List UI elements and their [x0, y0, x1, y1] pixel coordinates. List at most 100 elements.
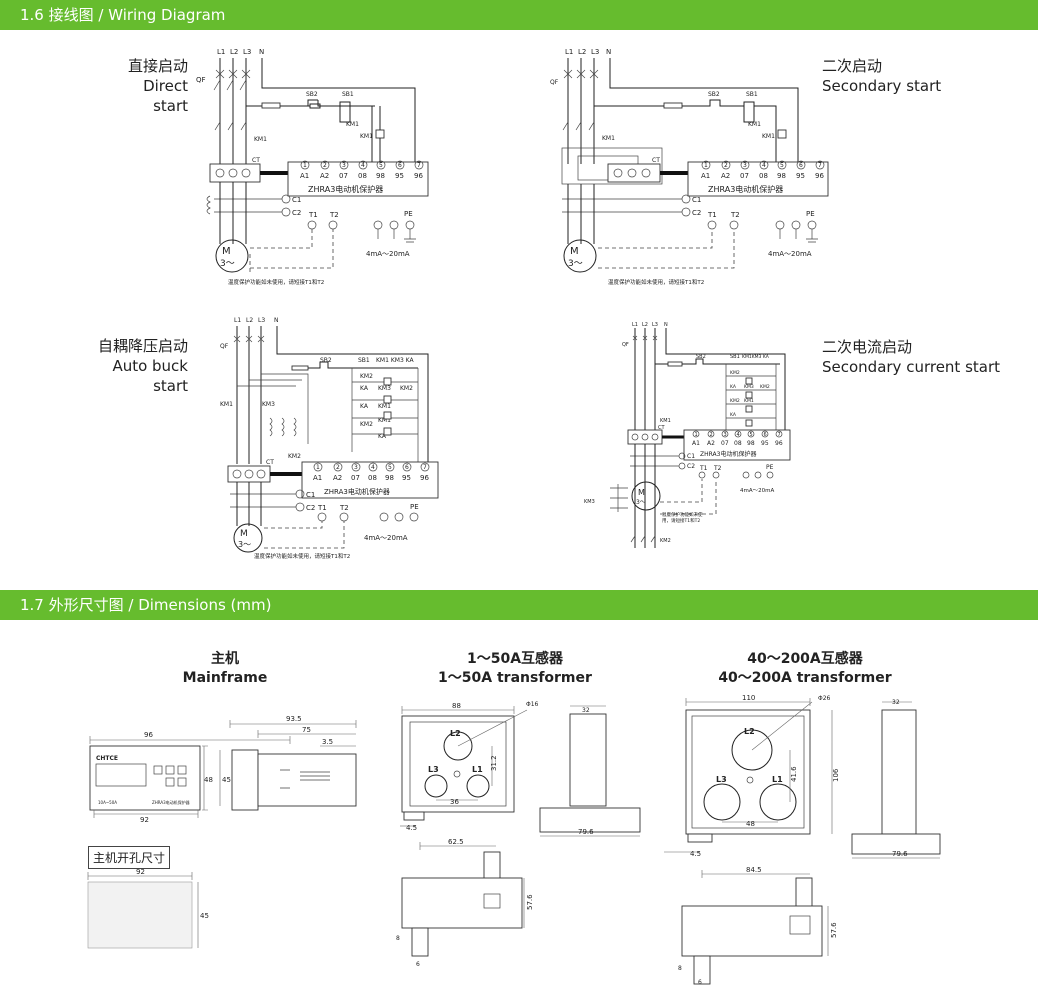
cutout-label: 主机开孔尺寸 — [88, 846, 171, 869]
label-t2: T2 — [329, 211, 339, 219]
caption-zh: 二次电流启动 — [822, 338, 913, 356]
terminal-num: 2 — [323, 162, 327, 169]
panel-label: ZHRA3电动机保护器 — [152, 799, 190, 805]
caption-en: Auto buck start — [112, 357, 188, 395]
dim-phi16: Φ16 — [526, 701, 539, 708]
label-sb2: SB2 — [320, 357, 332, 364]
caption-zh: 二次启动 — [822, 57, 883, 75]
title-en: 1～50A transformer — [438, 670, 592, 686]
label-analog-output: 4mA～20mA — [740, 488, 774, 494]
label-km1: KM1 — [602, 135, 615, 142]
label-l2: L2 — [230, 48, 238, 56]
dim-75: 75 — [302, 726, 311, 734]
label-pe: PE — [410, 503, 419, 511]
label-km1: KM1 — [220, 401, 233, 408]
label-t1: T1 — [317, 504, 327, 512]
label-l3: L3 — [652, 322, 658, 328]
label-l2: L2 — [450, 729, 461, 738]
ladder-labels: KM2 KA KM3 KM2 KM2 KM1 KA — [730, 370, 770, 418]
label-c2: C2 — [306, 504, 315, 512]
label-l3: L3 — [591, 48, 599, 56]
label-km2-c: KM2 — [360, 421, 373, 428]
terminal-num: 3 — [743, 162, 747, 169]
label-l2: L2 — [246, 317, 253, 324]
terminal-num: 2 — [724, 162, 728, 169]
caption-en: Secondary current start — [822, 358, 1001, 376]
terminal-num: 6 — [764, 432, 767, 438]
terminal-label: 08 — [368, 474, 377, 482]
label-km3-bottom: KM3 — [584, 499, 595, 505]
label-ka: KA — [360, 385, 369, 392]
terminal-num: 4 — [737, 432, 740, 438]
terminal-num: 4 — [371, 464, 375, 471]
label-qf: QF — [622, 342, 629, 348]
transformer-200a-drawing: 110 Φ26 L2 L3 L1 48 41.6 106 4.5 32 79.6… — [664, 694, 941, 986]
terminal-num: 1 — [695, 432, 698, 438]
label-l1: L1 — [234, 317, 241, 324]
label-c1: C1 — [306, 491, 315, 499]
terminal-label: 95 — [761, 440, 769, 447]
motor-3phase: 3～ — [568, 259, 583, 269]
ladder-labels: KM2 KA KM3 KM2 KA KM1 KM2 KM1 KA — [360, 373, 413, 440]
label-l1: L1 — [632, 322, 638, 328]
title-transformer-200a: 40～200A互感器 40～200A transformer — [690, 650, 920, 688]
device-label: ZHRA3电动机保护器 — [324, 487, 390, 496]
terminal-num: 5 — [780, 162, 784, 169]
label-km3: KM3 — [262, 401, 275, 408]
terminal-labels: A1 A2 07 08 98 95 96 — [692, 440, 783, 447]
label-t1: T1 — [308, 211, 318, 219]
label-sb1: SB1 — [730, 354, 740, 360]
note-temperature: 温度保护功能如未使用，请短接T1和T2 — [254, 552, 350, 560]
terminal-label: A2 — [721, 172, 730, 180]
label-pe: PE — [766, 464, 774, 471]
dim-48: 48 — [746, 820, 755, 828]
dim-c-45: 45 — [200, 912, 209, 920]
motor-m: M — [638, 488, 645, 497]
dim-4-5: 4.5 — [406, 824, 417, 832]
motor-3phase: 3～ — [220, 259, 235, 269]
mainframe-drawing: 96 CHTCE 10A~50A ZHRA3电动机保护器 48 45 92 93… — [89, 715, 357, 824]
caption-en: Direct start — [143, 77, 188, 115]
cutout-drawing: 92 45 — [87, 868, 209, 949]
title-zh: 40～200A互感器 — [747, 651, 863, 667]
label-km1-coil: KM1 — [360, 133, 373, 140]
motor-m: M — [222, 246, 231, 257]
terminal-label: 95 — [402, 474, 411, 482]
device-label: ZHRA3电动机保护器 — [708, 184, 783, 194]
label-km1: KM1 — [660, 418, 671, 424]
terminal-label: A1 — [692, 440, 700, 447]
label-ct: CT — [266, 459, 274, 466]
label-l1: L1 — [217, 48, 225, 56]
label-km1-contact: KM1 — [346, 121, 359, 128]
terminal-num: 5 — [750, 432, 753, 438]
label-km2-bottom: KM2 — [660, 538, 671, 544]
transformer-50a-drawing: 88 Φ16 L2 L3 L1 36 31.2 4.5 32 79.6 62.5… — [396, 701, 641, 968]
label-l1: L1 — [565, 48, 573, 56]
terminal-labels: A1 A2 07 08 98 95 96 — [300, 172, 423, 180]
terminal-num: 1 — [316, 464, 320, 471]
label-t2: T2 — [339, 504, 349, 512]
terminal-label: 08 — [759, 172, 768, 180]
label-analog-output: 4mA～20mA — [768, 250, 812, 258]
label-sb1: SB1 — [342, 91, 354, 98]
label-l3: L3 — [243, 48, 251, 56]
note-temperature-1: 温度保护功能如未使 — [662, 511, 703, 518]
label-t2: T2 — [713, 465, 722, 472]
dim-79-6: 79.6 — [892, 850, 908, 858]
terminal-label: 96 — [775, 440, 783, 447]
dim-31-2: 31.2 — [490, 755, 498, 771]
terminal-num: 3 — [354, 464, 358, 471]
terminal-label: 95 — [796, 172, 805, 180]
dim-84-5: 84.5 — [746, 866, 762, 874]
terminal-label: 98 — [376, 172, 385, 180]
dim-4-5: 4.5 — [690, 850, 701, 858]
label-c2: C2 — [692, 209, 701, 217]
label-ct: CT — [652, 157, 660, 164]
label-sb2: SB2 — [708, 91, 720, 98]
terminal-num: 4 — [762, 162, 766, 169]
terminal-label: 98 — [747, 440, 755, 447]
label-l3: L3 — [428, 765, 439, 774]
label-pe: PE — [806, 210, 815, 218]
label-km2: KM2 — [288, 453, 301, 460]
label-sb2: SB2 — [696, 354, 706, 360]
